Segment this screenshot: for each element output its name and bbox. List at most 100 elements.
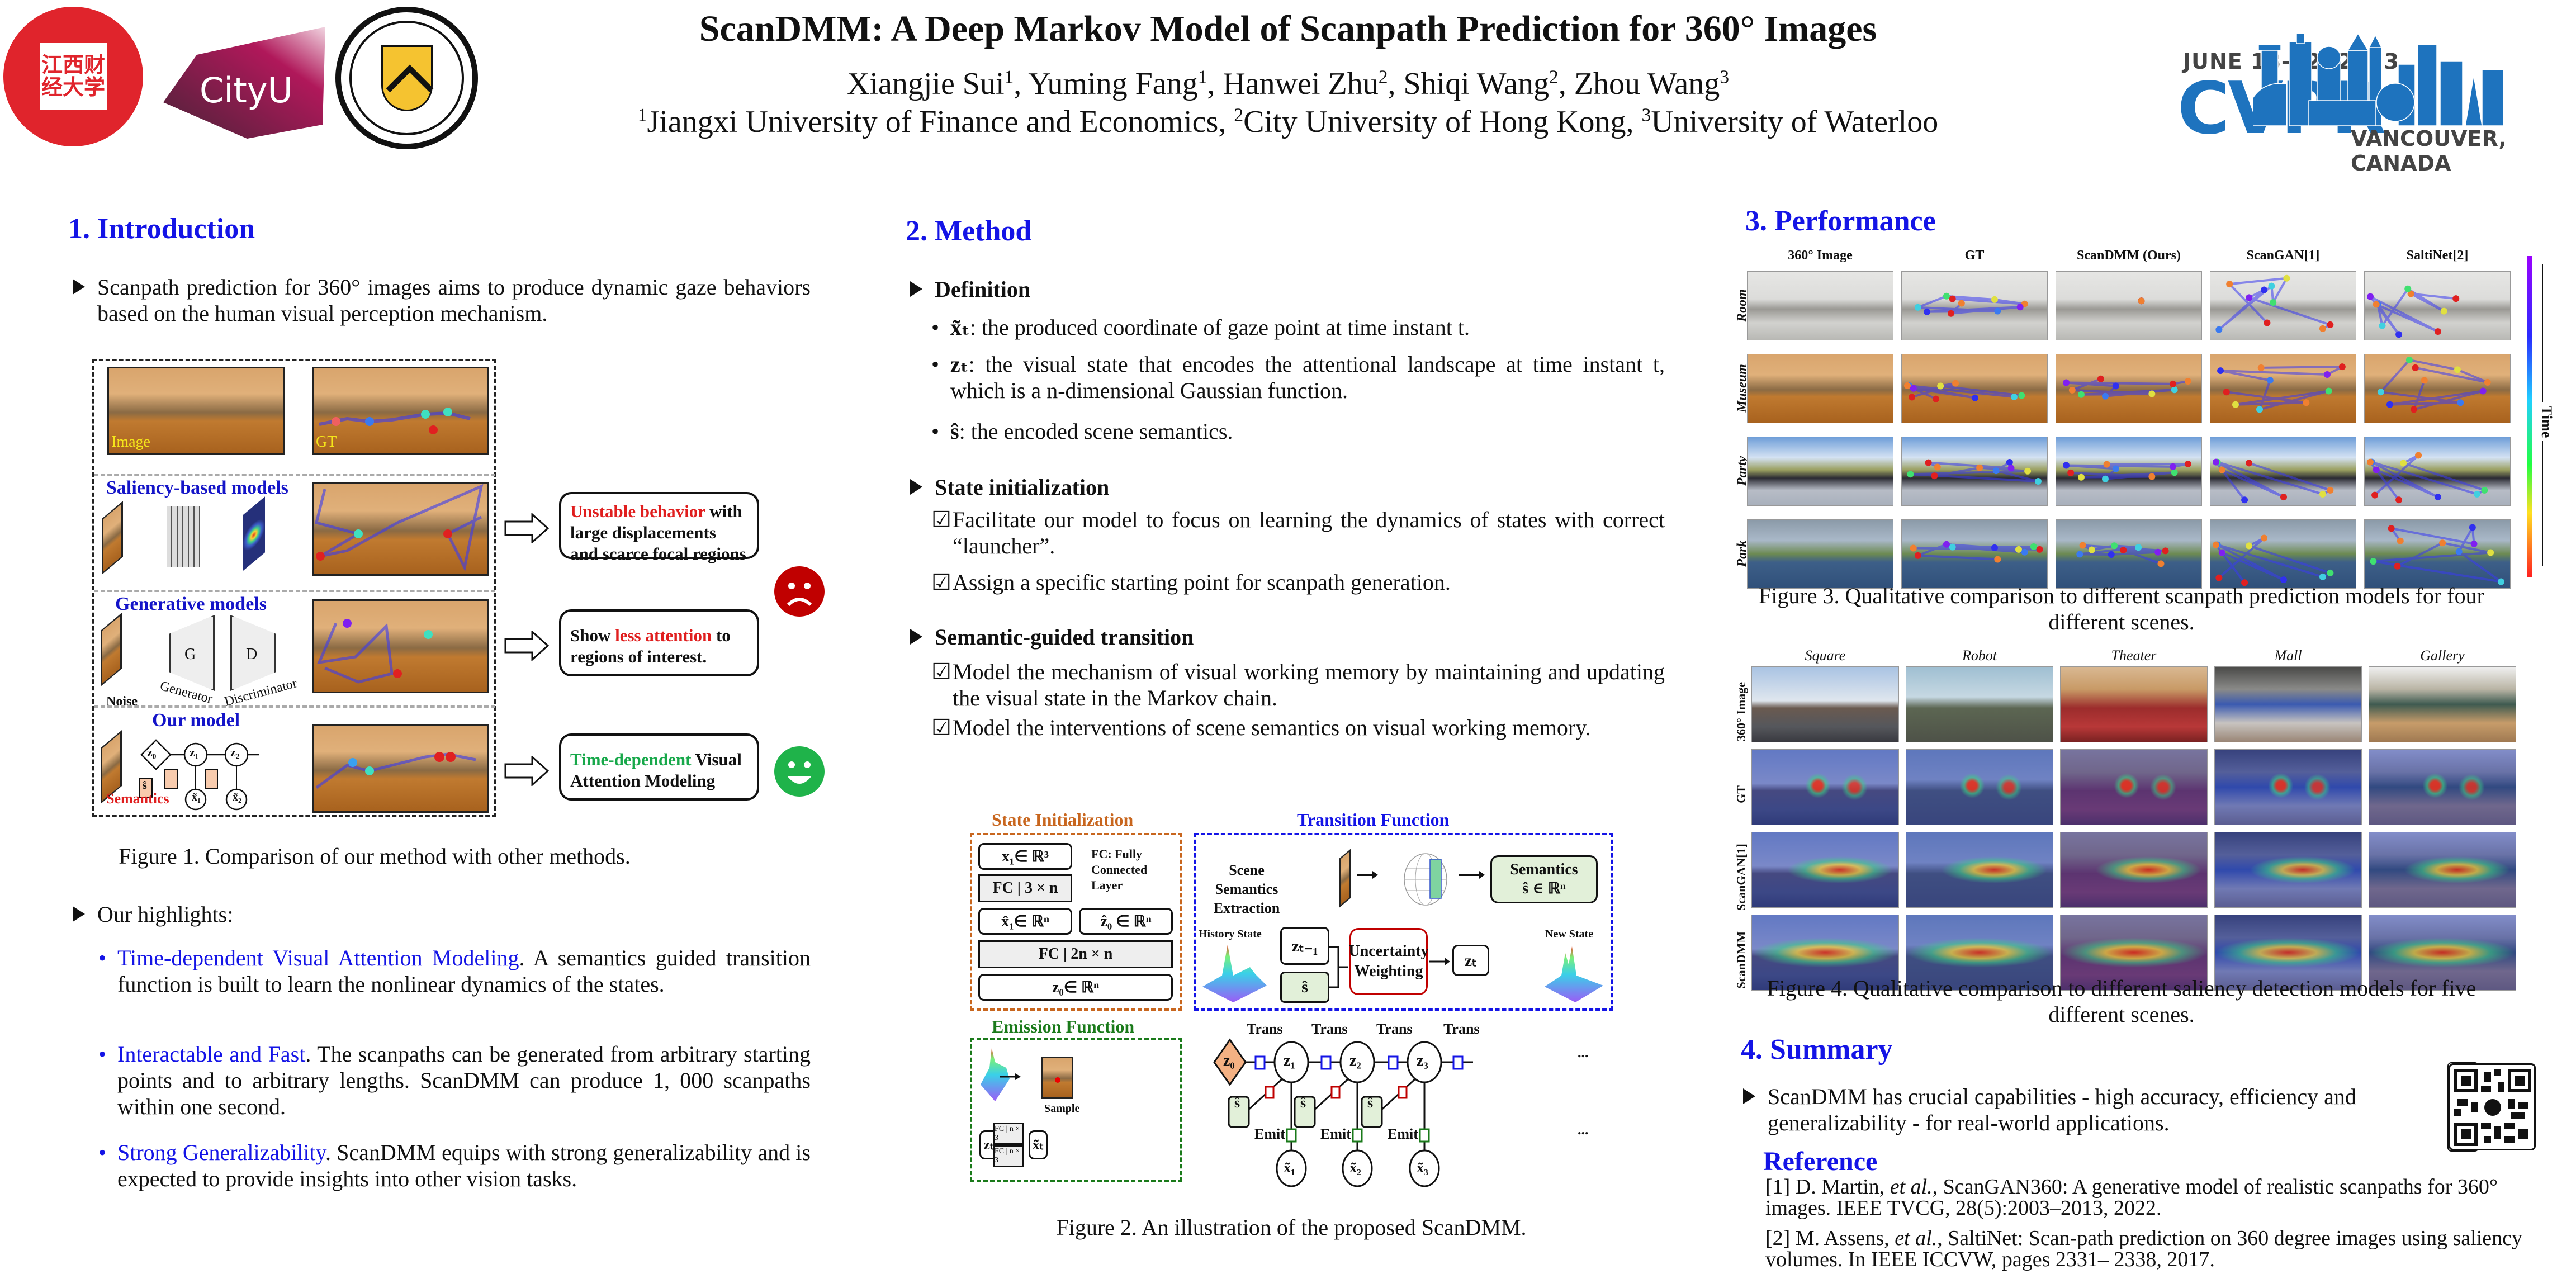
fixation-point — [2218, 549, 2225, 556]
transition-title: Semantic-guided transition — [935, 624, 1194, 650]
scanpath-line — [2066, 463, 2189, 481]
fig4-thumbnail — [2214, 832, 2362, 908]
fixation-point — [2484, 378, 2491, 386]
fig4-column-header: Square — [1805, 647, 1846, 664]
outcome-text: Visual Attention Modeling — [570, 750, 742, 790]
fixation-point — [2415, 452, 2422, 459]
definition-text: : the encoded scene semantics. — [959, 419, 1233, 444]
fixation-point — [2215, 326, 2223, 333]
our-model-scanpath-image — [312, 724, 489, 813]
arrow-right-icon — [504, 513, 549, 543]
markov-chain-diagram — [1213, 1038, 1473, 1187]
definition-title: Definition — [935, 277, 1031, 302]
fixation-point — [2021, 548, 2028, 556]
affiliation: University of Waterloo — [1651, 105, 1939, 139]
state-init-text: Assign a specific starting point for sca… — [953, 570, 1451, 595]
state-init-heading: State initialization — [910, 474, 1665, 500]
affiliation: City University of Hong Kong — [1243, 105, 1626, 139]
fixation-point — [1994, 556, 2001, 563]
fixation-point — [2388, 525, 2395, 532]
highlight-item: • Time-dependent Visual Attention Modeli… — [98, 945, 811, 997]
fixation-point — [2077, 473, 2085, 481]
scanpath-overlay — [2215, 274, 2334, 333]
node-z2: z₂ — [230, 745, 240, 759]
fixation-point — [2120, 547, 2127, 554]
poster-title: ScanDMM: A Deep Markov Model of Scanpath… — [699, 8, 1877, 49]
fig4-thumbnail — [2369, 915, 2516, 991]
reference-etal: et al. — [1890, 1175, 1933, 1199]
scanpath-line — [2373, 523, 2502, 583]
image-label: Image — [111, 433, 150, 451]
scanpath-line — [2215, 537, 2333, 584]
fixation-point — [2157, 560, 2165, 567]
scanpath-overlay — [2076, 542, 2169, 567]
chain-s: ŝ — [1300, 1095, 1306, 1111]
scanpath-overlay — [1910, 541, 2043, 563]
fig4-thumbnail — [2369, 666, 2516, 742]
fixation-point — [2215, 574, 2223, 581]
scanpath-line — [1913, 543, 2040, 561]
fixation-point — [2410, 406, 2417, 413]
fixation-point — [2226, 281, 2233, 288]
saliency-models-label: Saliency-based models — [106, 477, 288, 498]
fixation-point — [2171, 386, 2178, 394]
reference-item: [1] D. Martin, et al., ScanGAN360: A gen… — [1765, 1176, 2554, 1219]
fixation-point — [2303, 399, 2310, 406]
fixation-point — [1947, 310, 1954, 317]
trans-label: Trans — [1247, 1021, 1283, 1037]
noise-label: Noise — [106, 694, 138, 709]
bullet-dot-icon: • — [931, 315, 940, 340]
bullet-dot-icon: • — [98, 1041, 107, 1067]
chain-s: ŝ — [1234, 1095, 1240, 1111]
scanpath-overlay — [2138, 297, 2145, 305]
happy-face-icon — [774, 746, 825, 797]
affil-num: 2 — [1234, 105, 1244, 126]
fixation-point — [2018, 392, 2025, 399]
fixation-point — [2280, 576, 2287, 584]
uncertainty-weighting-box: Uncertainty Weighting — [1348, 928, 1429, 995]
cityu-logo: CityU — [163, 27, 325, 139]
fixation-point — [1925, 459, 1932, 466]
emission-surface-icon — [981, 1048, 1010, 1101]
author-affil-num: 2 — [1378, 67, 1388, 88]
fixation-point — [1992, 467, 2000, 475]
z0hat-box: ẑ₀ ∈ ℝⁿ — [1079, 908, 1173, 935]
x1hat-box: x̂₁∈ ℝⁿ — [978, 908, 1072, 935]
fixation-point — [2232, 401, 2239, 408]
fixation-point — [2469, 524, 2476, 531]
definition-symbol: x̃ₜ — [950, 315, 970, 340]
fixation-point — [1991, 544, 1998, 551]
xt-output-box: x̃ₜ — [1029, 1130, 1048, 1159]
fig3-thumbnail — [1747, 437, 1893, 506]
definition-item: • zₜ: the visual state that encodes the … — [931, 351, 1665, 404]
scanpath-overlay — [2213, 458, 2334, 504]
scanpath-overlay — [2063, 461, 2191, 482]
chain-ellipsis: ... — [1578, 1044, 1589, 1060]
author: Shiqi Wang — [1403, 67, 1550, 101]
vancouver-skyline-icon — [2253, 32, 2504, 126]
fixation-point — [1933, 395, 1940, 402]
fixation-point — [1910, 385, 1917, 392]
fixation-point — [2010, 393, 2018, 400]
scanpath-overlay — [2217, 363, 2346, 413]
merge-connector-icon — [1329, 946, 1348, 988]
time-label: Time — [2538, 402, 2555, 442]
scanpath-line — [2369, 454, 2488, 501]
qr-code[interactable] — [2449, 1063, 2536, 1150]
outcome-text: to regions of interest. — [570, 626, 731, 666]
highlight-title: Time-dependent Visual Attention Modeling — [117, 945, 519, 970]
fixation-point — [2256, 406, 2263, 413]
affiliation: Jiangxi University of Finance and Econom… — [647, 105, 1219, 139]
chain-z2: z₂ — [1349, 1052, 1361, 1069]
checkbox-checked-icon: ☑ — [931, 659, 951, 684]
arrow-right-icon — [1357, 871, 1378, 879]
new-state-surface-icon — [1545, 946, 1603, 1002]
sample-label: Sample — [1044, 1102, 1080, 1115]
section-title-introduction: 1. Introduction — [68, 213, 255, 245]
transition-item: ☑ Model the mechanism of visual working … — [931, 659, 1665, 711]
emission-frame — [970, 1038, 1182, 1182]
fixation-point — [2325, 387, 2332, 395]
figure1-divider — [94, 705, 495, 708]
fig4-column-header: Robot — [1962, 647, 1997, 664]
transition-text: Model the mechanism of visual working me… — [953, 659, 1665, 711]
